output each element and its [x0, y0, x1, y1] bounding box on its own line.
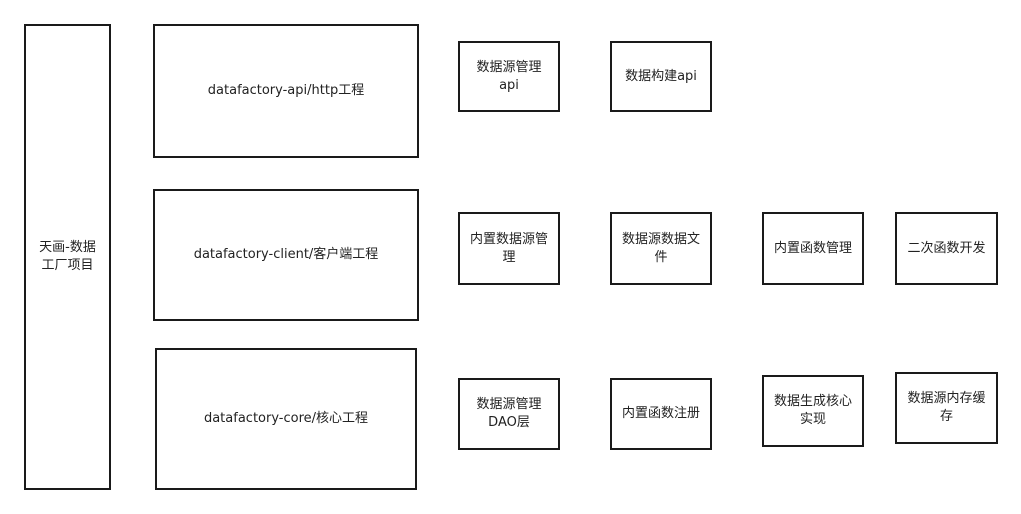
core-component-box: 内置函数注册: [610, 378, 712, 450]
client-component-box: 内置数据源管理: [458, 212, 560, 285]
client-module-label: datafactory-client/客户端工程: [193, 247, 379, 263]
client-component-box: 二次函数开发: [895, 212, 998, 285]
api-component-label: 数据构建api: [625, 68, 697, 84]
core-component-box: 数据生成核心实现: [762, 375, 864, 447]
client-module-box: datafactory-client/客户端工程: [153, 189, 419, 321]
core-component-label: 数据源内存缓存: [907, 391, 986, 424]
project-box: 天画-数据工厂项目: [24, 24, 111, 490]
client-component-label: 内置函数管理: [773, 240, 852, 256]
core-module-label: datafactory-core/核心工程: [203, 411, 369, 427]
core-component-box: 数据源管理DAO层: [458, 378, 560, 450]
api-component-box: 数据构建api: [610, 41, 712, 112]
client-component-box: 数据源数据文件: [610, 212, 712, 285]
client-component-box: 内置函数管理: [762, 212, 864, 285]
core-component-label: 内置函数注册: [621, 406, 700, 422]
core-component-label: 数据生成核心实现: [774, 394, 853, 427]
api-module-label: datafactory-api/http工程: [207, 83, 365, 99]
api-component-box: 数据源管理api: [458, 41, 560, 112]
api-module-box: datafactory-api/http工程: [153, 24, 419, 158]
core-component-box: 数据源内存缓存: [895, 372, 998, 444]
core-module-box: datafactory-core/核心工程: [155, 348, 417, 490]
core-component-label: 数据源管理DAO层: [476, 397, 542, 430]
api-component-label: 数据源管理api: [476, 59, 542, 93]
client-component-label: 二次函数开发: [907, 240, 986, 256]
client-component-label: 内置数据源管理: [469, 231, 548, 265]
project-label: 天画-数据工厂项目: [39, 240, 96, 273]
client-component-label: 数据源数据文件: [621, 231, 700, 265]
